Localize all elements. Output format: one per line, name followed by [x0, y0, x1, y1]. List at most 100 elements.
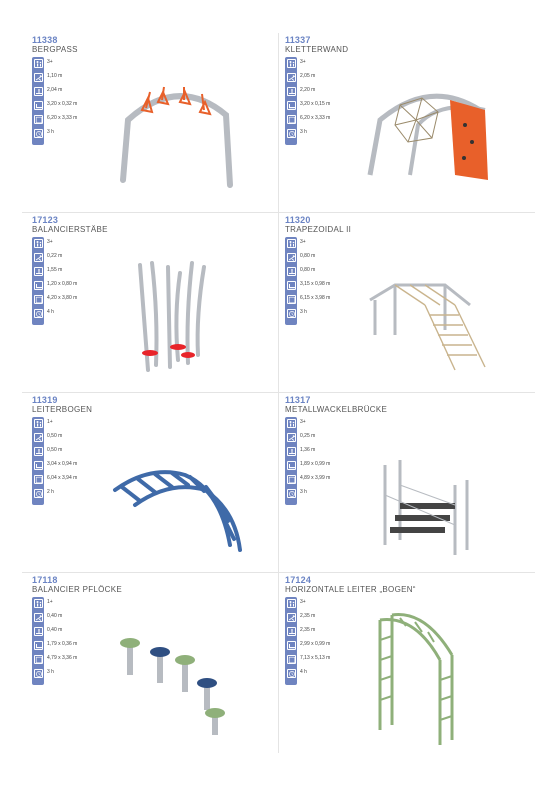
spec-value: 1,79 x 0,36 m — [47, 641, 78, 647]
product-code: 11337 — [285, 35, 311, 45]
spec-value: 3+ — [300, 419, 306, 425]
dimensions-icon — [286, 281, 296, 290]
spec-value: 3+ — [300, 59, 306, 65]
safety-area-icon — [286, 475, 296, 484]
age-icon — [286, 599, 296, 608]
install-time-icon — [33, 489, 43, 498]
spec-value: 3 h — [300, 489, 307, 495]
height-icon — [33, 627, 43, 636]
age-icon — [33, 239, 43, 248]
column-divider — [278, 33, 279, 753]
spec-value: 1+ — [47, 599, 53, 605]
product-name: BALANCIER PFLÖCKE — [32, 585, 123, 594]
spec-value: 0,80 m — [300, 267, 316, 273]
spec-value: 6,04 x 3,94 m — [47, 475, 78, 481]
fall-height-icon — [33, 613, 43, 622]
spec-value: 0,40 m — [47, 627, 63, 633]
product-code: 17123 — [32, 215, 59, 225]
spec-value: 7,13 x 5,13 m — [300, 655, 331, 661]
age-icon — [33, 599, 43, 608]
spec-value: 6,15 x 3,98 m — [300, 295, 331, 301]
spec-value: 0,22 m — [47, 253, 63, 259]
spec-value: 6,20 x 3,33 m — [300, 115, 331, 121]
height-icon — [33, 87, 43, 96]
install-time-icon — [286, 669, 296, 678]
safety-area-icon — [286, 655, 296, 664]
install-time-icon — [286, 489, 296, 498]
kletterwand-illustration — [367, 93, 488, 180]
height-icon — [286, 267, 296, 276]
install-time-icon — [286, 309, 296, 318]
spec-value: 2,20 m — [300, 87, 316, 93]
install-time-icon — [33, 309, 43, 318]
row-divider — [22, 572, 535, 573]
dimensions-icon — [33, 641, 43, 650]
spec-value: 4 h — [47, 309, 54, 315]
height-icon — [286, 87, 296, 96]
spec-value: 2 h — [47, 489, 54, 495]
fall-height-icon — [286, 73, 296, 82]
dimensions-icon — [33, 101, 43, 110]
install-time-icon — [33, 129, 43, 138]
safety-area-icon — [33, 295, 43, 304]
product-name: KLETTERWAND — [285, 45, 349, 54]
spec-value: 3,20 x 0,15 m — [300, 101, 331, 107]
product-name: LEITERBOGEN — [32, 405, 93, 414]
spec-icon-bar — [285, 237, 297, 325]
spec-value: 4 h — [300, 669, 307, 675]
spec-icon-bar — [285, 597, 297, 685]
fall-height-icon — [33, 253, 43, 262]
spec-icon-bar — [32, 237, 44, 325]
spec-value: 4,79 x 3,36 m — [47, 655, 78, 661]
dimensions-icon — [33, 461, 43, 470]
age-icon — [286, 239, 296, 248]
safety-area-icon — [33, 115, 43, 124]
spec-icon-bar — [285, 417, 297, 505]
spec-value: 3 h — [300, 129, 307, 135]
spec-icon-bar — [32, 417, 44, 505]
height-icon — [33, 267, 43, 276]
spec-value: 3+ — [47, 239, 53, 245]
dimensions-icon — [286, 461, 296, 470]
spec-value: 2,04 m — [47, 87, 63, 93]
spec-value: 2,35 m — [300, 613, 316, 619]
spec-value: 2,05 m — [300, 73, 316, 79]
fall-height-icon — [33, 433, 43, 442]
horizontale-leiter-illustration — [378, 613, 454, 745]
spec-value: 3+ — [300, 239, 306, 245]
safety-area-icon — [33, 475, 43, 484]
product-name: METALLWACKELBRÜCKE — [285, 405, 388, 414]
leiterbogen-illustration — [113, 470, 242, 552]
fall-height-icon — [286, 433, 296, 442]
age-icon — [286, 419, 296, 428]
spec-value: 1,89 x 0,99 m — [300, 461, 331, 467]
height-icon — [33, 447, 43, 456]
age-icon — [33, 59, 43, 68]
spec-icon-bar — [32, 57, 44, 145]
product-name: HORIZONTALE LEITER „BOGEN“ — [285, 585, 416, 594]
product-name: BALANCIERSTÄBE — [32, 225, 108, 234]
dimensions-icon — [286, 641, 296, 650]
age-icon — [33, 419, 43, 428]
metallwackelbruecke-illustration — [383, 460, 469, 555]
trapezoidal-illustration — [369, 283, 486, 371]
product-code: 11338 — [32, 35, 58, 45]
spec-value: 4,89 x 3,99 m — [300, 475, 331, 481]
height-icon — [286, 447, 296, 456]
product-code: 17124 — [285, 575, 312, 585]
safety-area-icon — [286, 295, 296, 304]
row-divider — [22, 392, 535, 393]
spec-icon-bar — [32, 597, 44, 685]
spec-value: 3,20 x 0,32 m — [47, 101, 78, 107]
spec-value: 0,50 m — [47, 447, 63, 453]
spec-value: 1,36 m — [300, 447, 316, 453]
spec-value: 3,15 x 0,98 m — [300, 281, 331, 287]
spec-value: 1,55 m — [47, 267, 63, 273]
spec-value: 0,40 m — [47, 613, 63, 619]
